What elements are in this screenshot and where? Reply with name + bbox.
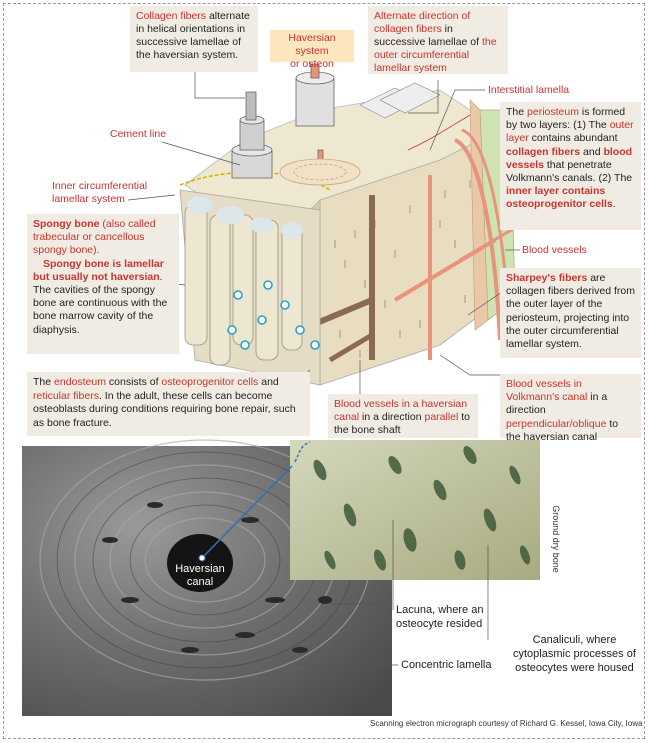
credit-text: Scanning electron micrograph courtesy of…	[370, 719, 638, 728]
canaliculi-line2: cytoplasmic processes of	[513, 647, 636, 661]
lacuna-label: Lacuna, where an osteocyte resided	[396, 603, 483, 631]
canaliculi-line3: osteocytes were housed	[513, 661, 636, 675]
haversian-canal-line2: canal	[168, 576, 232, 589]
concentric-lamella-label: Concentric lamella	[401, 659, 491, 671]
ground-dry-bone-label: Ground dry bone	[551, 489, 561, 589]
lacuna-line2: osteocyte resided	[396, 617, 483, 631]
lacuna-line1: Lacuna, where an	[396, 603, 483, 617]
canaliculi-line1: Canaliculi, where	[513, 633, 636, 647]
haversian-canal-line1: Haversian	[168, 563, 232, 576]
canaliculi-label: Canaliculi, where cytoplasmic processes …	[513, 633, 636, 675]
haversian-canal-label: Haversian canal	[168, 563, 232, 589]
